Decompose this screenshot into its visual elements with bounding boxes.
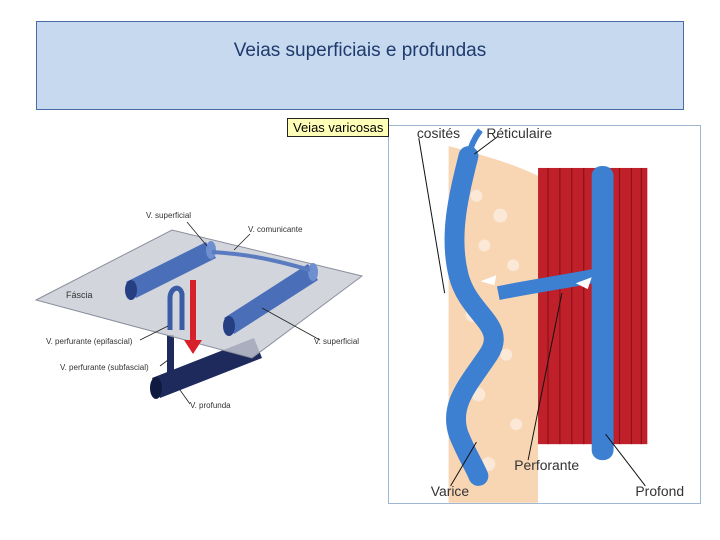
label-perforante: Perforante [514, 457, 579, 473]
label-reticulaire: Réticulaire [486, 125, 552, 141]
label-profond: Profond [635, 483, 684, 499]
page-title: Veias superficiais e profundas [37, 40, 683, 62]
label-fascia: Fáscia [66, 290, 93, 300]
label-v-perfurante-epifascial: V. perfurante (epifascial) [46, 337, 133, 346]
varicose-anatomy-illustration: cosités Réticulaire Perforante Varice Pr… [388, 125, 701, 504]
label-varice: Varice [431, 483, 470, 499]
title-box: Veias superficiais e profundas [36, 21, 684, 110]
label-v-profunda: V. profunda [190, 401, 231, 410]
varicose-veins-callout: Veias varicosas [287, 118, 389, 137]
label-v-comunicante: V. comunicante [248, 225, 303, 234]
vein-schematic-diagram: V. superficial V. comunicante Fáscia V. … [22, 200, 372, 425]
label-v-superficial-top: V. superficial [146, 211, 191, 220]
subfascial-perforator [167, 335, 174, 380]
deep-vein-profond [592, 166, 614, 460]
label-v-perfurante-subfascial: V. perfurante (subfascial) [60, 363, 149, 372]
label-cosites: cosités [417, 125, 460, 141]
label-v-superficial-right: V. superficial [314, 337, 359, 346]
